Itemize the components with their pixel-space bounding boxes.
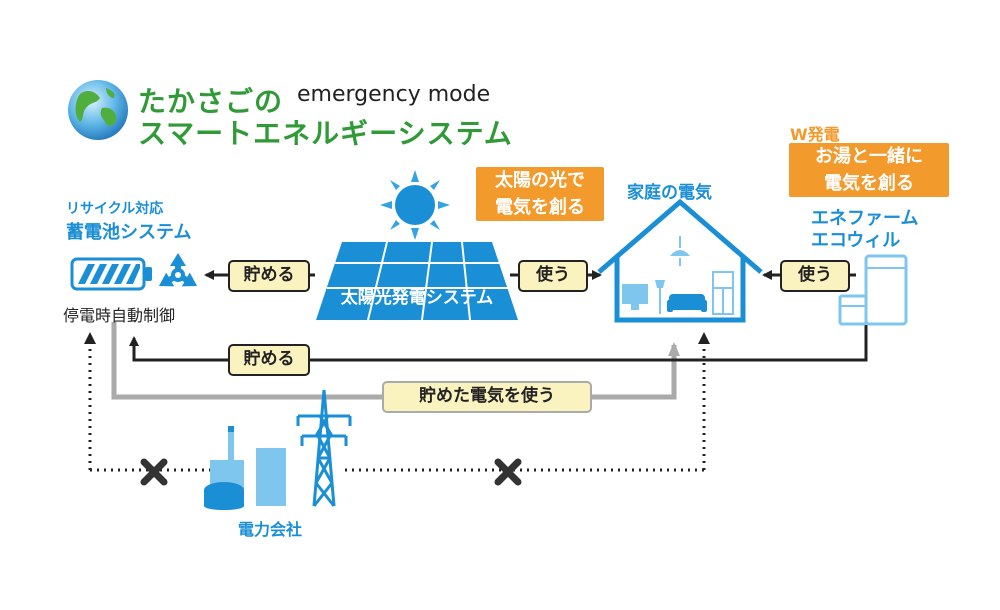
enefarm-name-line-2: エコウィル — [811, 230, 901, 251]
enefarm-callout-line-1: お湯と一緒に — [815, 146, 923, 167]
w-generation-label: W発電 — [790, 125, 840, 144]
title-line-2: スマートエネルギーシステム — [138, 117, 513, 150]
floor-lamp-icon — [655, 280, 665, 314]
battery-caption: 停電時自動制御 — [63, 306, 176, 325]
title-line-1: たかさごの — [138, 85, 284, 118]
store-tag-bottom: 貯める — [228, 344, 310, 376]
ceiling-lamp-icon — [670, 236, 690, 266]
battery-name: 蓄電池システム — [66, 222, 192, 243]
house-label: 家庭の電気 — [627, 183, 712, 203]
globe-icon — [68, 80, 128, 140]
blocked-x-icon — [494, 458, 522, 486]
grid-supply-dotted-lines — [88, 340, 706, 472]
sun-icon — [380, 170, 450, 240]
enefarm-unit-icon — [838, 254, 908, 326]
blocked-x-icon — [140, 458, 168, 486]
enefarm-store-line — [129, 325, 868, 362]
recycle-icon — [158, 253, 198, 287]
use-tag-solar: 使う — [518, 260, 588, 292]
house-icon — [597, 198, 763, 323]
use-stored-power-tag: 貯めた電気を使う — [382, 381, 592, 413]
enefarm-callout: お湯と一緒に 電気を創る — [789, 143, 949, 197]
solar-panel-icon — [316, 241, 518, 321]
fridge-icon — [712, 271, 734, 315]
store-tag-top: 貯める — [228, 260, 310, 292]
sofa-icon — [667, 294, 707, 312]
transmission-tower-icon — [296, 389, 352, 507]
power-plant-icon — [204, 426, 286, 510]
battery-icon — [70, 257, 152, 291]
solar-panel-label: 太陽光発電システム — [340, 288, 494, 308]
enefarm-name-line-1: エネファーム — [811, 208, 919, 229]
solar-callout-line-1: 太陽の光で — [495, 170, 585, 191]
utility-label: 電力会社 — [238, 520, 303, 539]
solar-callout: 太陽の光で 電気を創る — [476, 167, 604, 221]
title-mode: emergency mode — [297, 82, 491, 107]
enefarm-callout-line-2: 電気を創る — [824, 173, 914, 194]
solar-callout-line-2: 電気を創る — [495, 197, 585, 218]
tv-icon — [622, 284, 648, 310]
use-tag-enefarm: 使う — [780, 260, 850, 292]
battery-subtitle: リサイクル対応 — [66, 201, 164, 217]
